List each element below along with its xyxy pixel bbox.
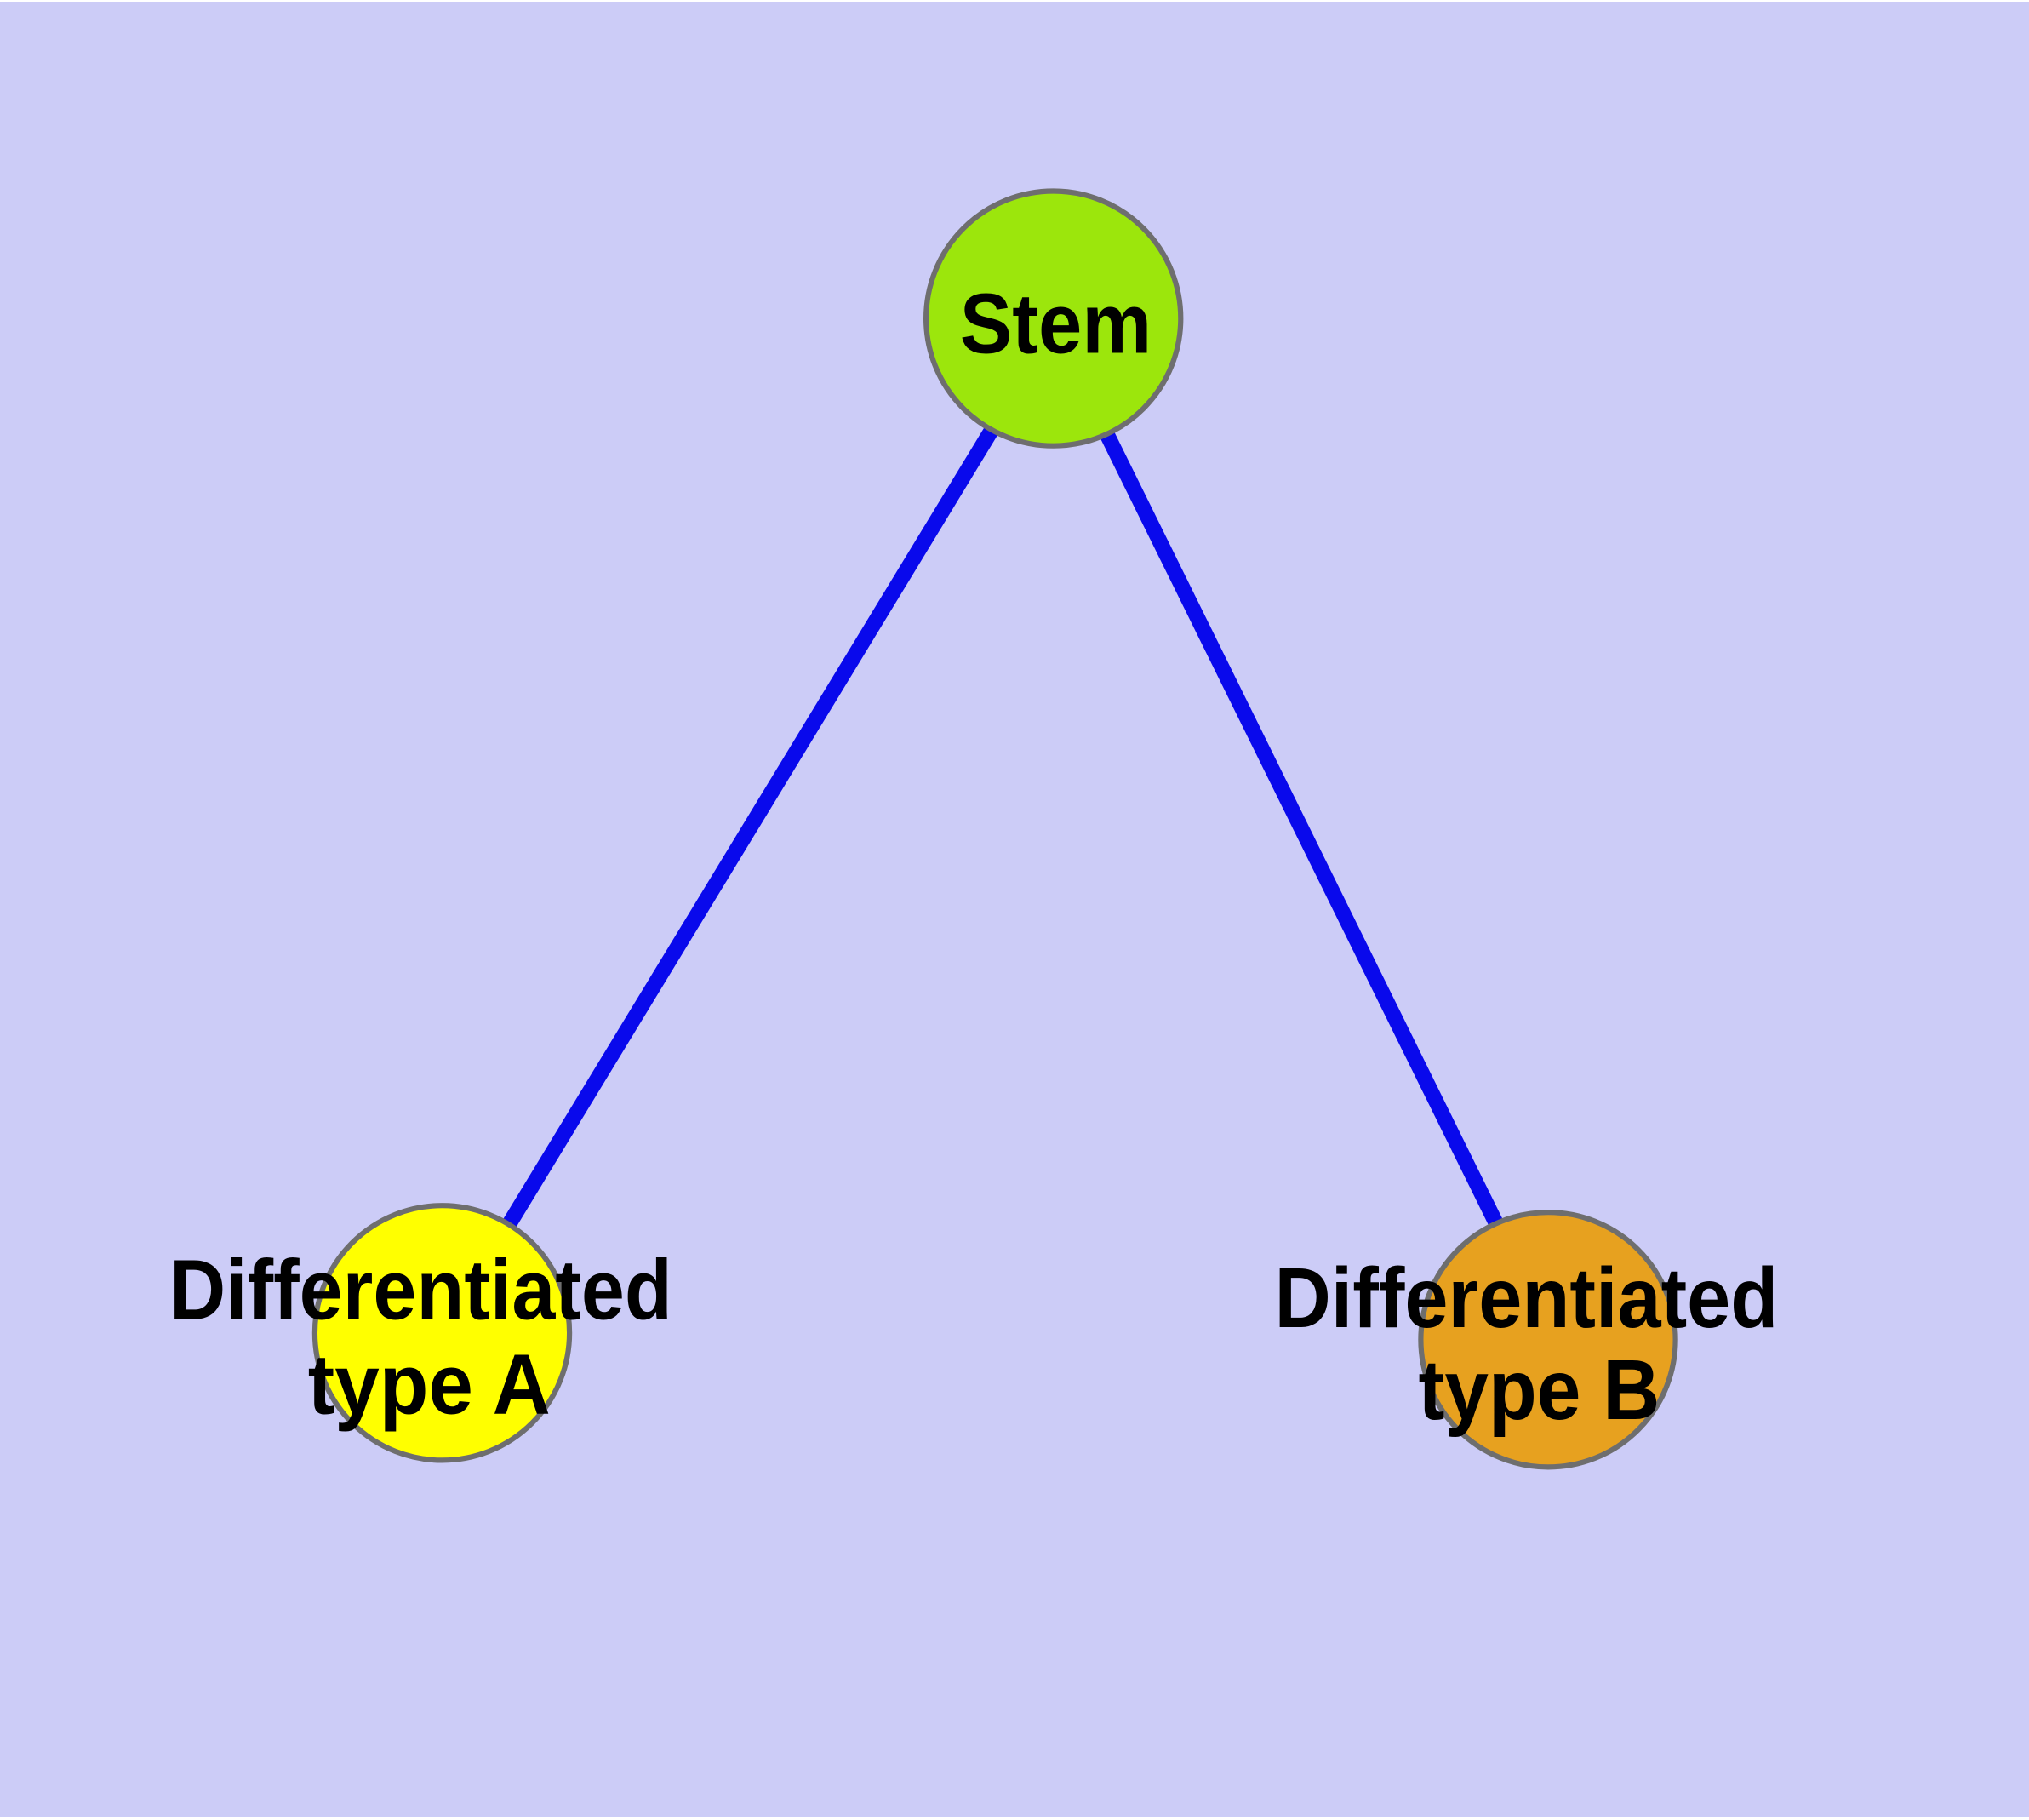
svg-text:Differentiated: Differentiated [169, 1243, 672, 1338]
svg-text:type B: type B [1418, 1342, 1660, 1438]
svg-text:type A: type A [308, 1337, 551, 1433]
svg-text:Differentiated: Differentiated [1274, 1251, 1778, 1346]
svg-text:Stem: Stem [960, 277, 1152, 372]
